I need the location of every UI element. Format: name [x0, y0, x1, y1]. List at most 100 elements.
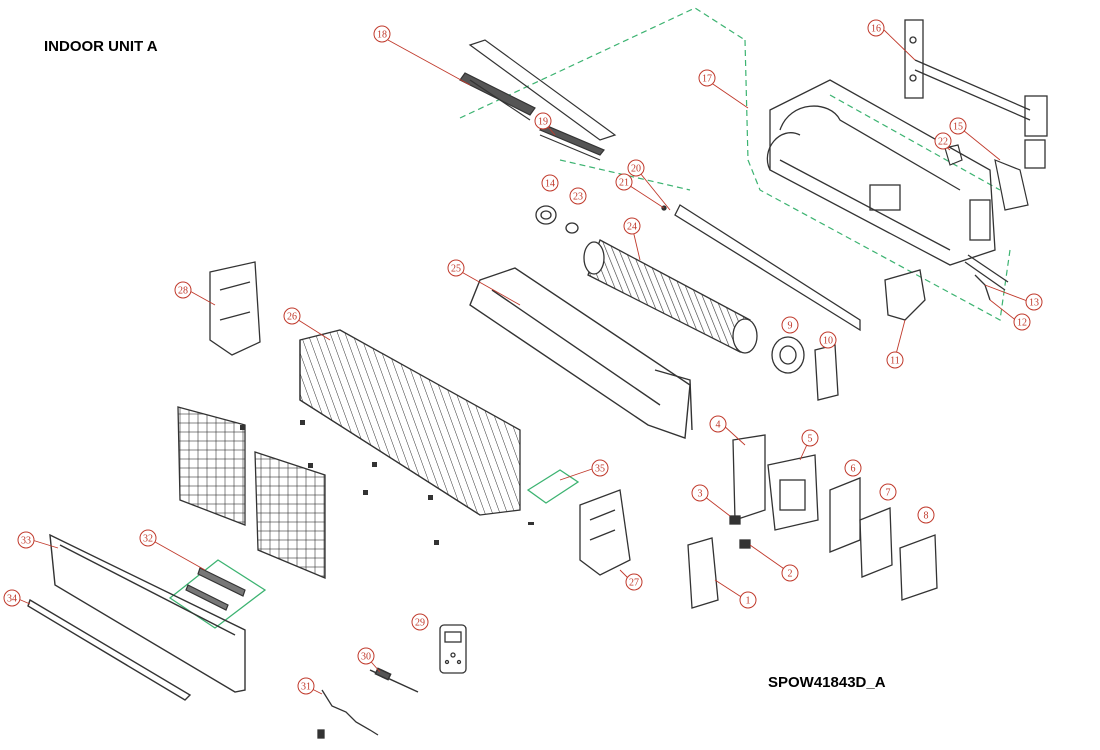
- callout-7: 7: [879, 483, 897, 501]
- callout-circle: [879, 483, 897, 501]
- callout-29: 29: [411, 613, 429, 631]
- callout-32: 32: [139, 529, 157, 547]
- callout-circle: [625, 573, 643, 591]
- callout-number: 35: [595, 464, 605, 475]
- callout-circle: [623, 217, 641, 235]
- control-box: [732, 434, 819, 531]
- callout-22: 22: [934, 132, 952, 150]
- callout-circle: [139, 529, 157, 547]
- callout-number: 6: [851, 464, 856, 475]
- receiver-board: [687, 515, 751, 609]
- callout-number: 21: [619, 178, 629, 189]
- callout-number: 17: [702, 74, 712, 85]
- callout-circle: [698, 69, 716, 87]
- callout-17: 17: [698, 69, 716, 87]
- front-panel: [27, 533, 246, 701]
- callout-circle: [801, 429, 819, 447]
- callout-number: 23: [573, 192, 583, 203]
- callout-number: 30: [361, 652, 371, 663]
- callout-number: 29: [415, 618, 425, 629]
- callout-circle: [886, 351, 904, 369]
- callout-4: 4: [709, 415, 727, 433]
- callout-circle: [949, 117, 967, 135]
- callout-circle: [541, 174, 559, 192]
- callout-21: 21: [615, 173, 633, 191]
- callout-circle: [411, 613, 429, 631]
- leader-lines: [15, 29, 1031, 695]
- callout-circle: [3, 589, 21, 607]
- callout-28: 28: [174, 281, 192, 299]
- callout-circle: [615, 173, 633, 191]
- electrical-box: [579, 489, 631, 576]
- callout-circle: [781, 564, 799, 582]
- callout-number: 33: [21, 536, 31, 547]
- part-callouts: 1234567891011121314151617181920212223242…: [3, 19, 1043, 695]
- callout-15: 15: [949, 117, 967, 135]
- callout-25: 25: [447, 259, 465, 277]
- callout-18: 18: [373, 25, 391, 43]
- callout-circle: [591, 459, 609, 477]
- callout-number: 34: [7, 594, 17, 605]
- callout-number: 5: [808, 434, 813, 445]
- pcb-boards: [829, 477, 938, 601]
- callout-5: 5: [801, 429, 819, 447]
- air-filters: [177, 406, 326, 579]
- callout-number: 14: [545, 179, 555, 190]
- callout-circle: [447, 259, 465, 277]
- diagram-title: INDOOR UNIT A: [44, 38, 158, 55]
- model-code: SPOW41843D_A: [768, 674, 886, 691]
- callout-8: 8: [917, 506, 935, 524]
- front-panel-frame: [469, 267, 693, 439]
- callout-number: 26: [287, 312, 297, 323]
- callout-number: 24: [627, 222, 637, 233]
- callout-circle: [174, 281, 192, 299]
- callout-23: 23: [569, 187, 587, 205]
- callout-1: 1: [739, 591, 757, 609]
- callout-24: 24: [623, 217, 641, 235]
- wall-mounting-plate: [904, 19, 1048, 169]
- callout-34: 34: [3, 589, 21, 607]
- callout-16: 16: [867, 19, 885, 37]
- callout-circle: [1013, 313, 1031, 331]
- callout-circle: [917, 506, 935, 524]
- assembly-guide-lines: [459, 7, 1011, 321]
- callout-circle: [357, 647, 375, 665]
- callout-number: 12: [1017, 318, 1027, 329]
- callout-13: 13: [1025, 293, 1043, 311]
- callout-circle: [627, 159, 645, 177]
- pipe-bracket: [944, 144, 1029, 211]
- callout-27: 27: [625, 573, 643, 591]
- callout-31: 31: [297, 677, 315, 695]
- callout-number: 16: [871, 24, 881, 35]
- callout-number: 18: [377, 30, 387, 41]
- screws: [240, 420, 534, 545]
- callout-number: 22: [938, 137, 948, 148]
- callout-12: 12: [1013, 313, 1031, 331]
- remote-control: [439, 624, 467, 674]
- callout-circle: [569, 187, 587, 205]
- callout-number: 19: [538, 117, 548, 128]
- callout-circle: [297, 677, 315, 695]
- callout-circle: [534, 112, 552, 130]
- callout-circle: [1025, 293, 1043, 311]
- callout-circle: [283, 307, 301, 325]
- callout-number: 2: [788, 569, 793, 580]
- callout-35: 35: [591, 459, 609, 477]
- callout-circle: [934, 132, 952, 150]
- callout-circle: [17, 531, 35, 549]
- display-board: [185, 567, 246, 611]
- evaporator: [299, 329, 521, 516]
- callout-14: 14: [541, 174, 559, 192]
- callout-number: 31: [301, 682, 311, 693]
- connecting-cable: [369, 667, 419, 693]
- callout-circle: [373, 25, 391, 43]
- callout-circle: [691, 484, 709, 502]
- callout-number: 7: [886, 488, 891, 499]
- callout-number: 8: [924, 511, 929, 522]
- motor-cover: [884, 254, 1009, 321]
- step-motor: [535, 205, 579, 234]
- callout-circle: [739, 591, 757, 609]
- cross-flow-fan: [583, 239, 758, 354]
- callout-26: 26: [283, 307, 301, 325]
